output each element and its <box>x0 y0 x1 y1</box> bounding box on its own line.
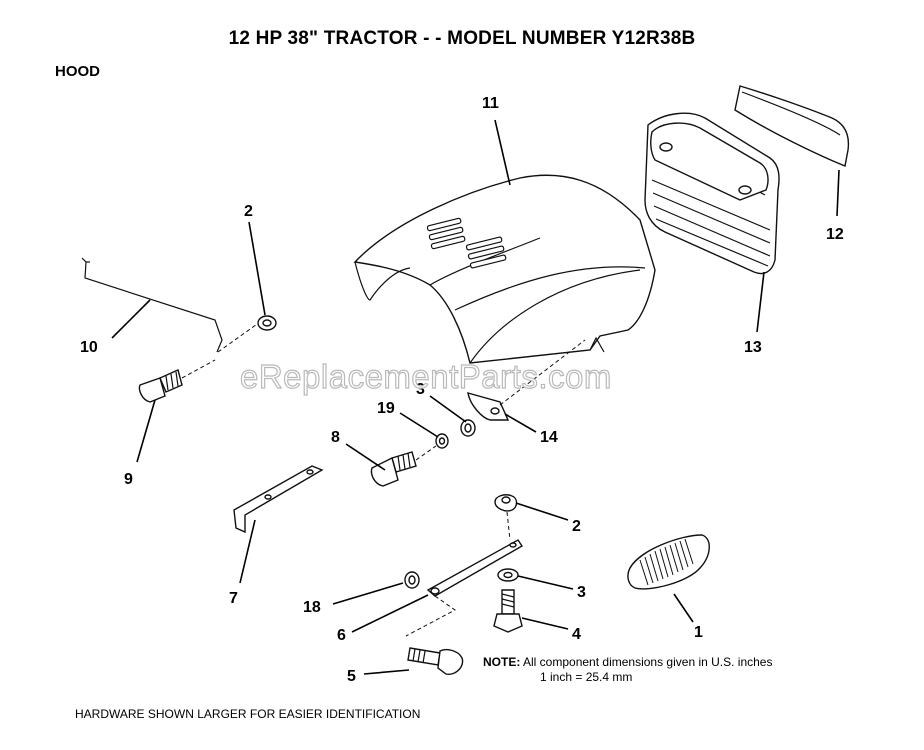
link-part-6[interactable] <box>405 539 523 637</box>
callout-9: 9 <box>124 471 133 488</box>
callout-18: 18 <box>303 599 321 616</box>
bolt-part-4[interactable] <box>493 589 523 633</box>
hood-part-11[interactable] <box>353 174 656 364</box>
callout-12: 12 <box>826 226 844 243</box>
bolt-part-5[interactable] <box>407 647 464 675</box>
washer-part-3-upper[interactable] <box>460 419 476 437</box>
hardware-footnote: HARDWARE SHOWN LARGER FOR EASIER IDENTIF… <box>75 707 421 721</box>
grille-part-13[interactable] <box>644 112 780 275</box>
callout-6: 6 <box>337 627 346 644</box>
leader-lines <box>111 119 840 675</box>
bolt-part-9[interactable] <box>138 359 216 403</box>
callout-3-lower: 3 <box>577 584 586 601</box>
hood-rod-part-10[interactable] <box>81 257 261 353</box>
callout-14: 14 <box>540 429 558 446</box>
callout-4: 4 <box>572 626 581 643</box>
diagram-title: 12 HP 38" TRACTOR - - MODEL NUMBER Y12R3… <box>228 28 696 49</box>
washer-part-19[interactable] <box>435 433 449 449</box>
callout-labels: 2 10 9 11 12 13 14 3 19 8 7 2 3 4 18 6 5… <box>80 95 844 685</box>
callout-13: 13 <box>744 339 762 356</box>
callout-2-upper: 2 <box>244 203 253 220</box>
callout-8: 8 <box>331 429 340 446</box>
callout-7: 7 <box>229 590 238 607</box>
callout-19: 19 <box>377 400 395 417</box>
note-line-2: 1 inch = 25.4 mm <box>540 670 633 684</box>
bolt-part-8[interactable] <box>370 445 437 487</box>
washer-part-3-lower[interactable] <box>497 568 519 582</box>
bracket-part-7[interactable] <box>233 465 324 534</box>
callout-1: 1 <box>694 624 703 641</box>
spring-part-1[interactable] <box>627 534 710 590</box>
dimensions-note: NOTE: All component dimensions given in … <box>483 655 772 685</box>
nut-part-2-upper[interactable] <box>257 315 277 331</box>
section-label: HOOD <box>55 63 100 80</box>
washer-part-18[interactable] <box>404 571 420 589</box>
bracket-part-14[interactable] <box>467 339 586 421</box>
callout-10: 10 <box>80 339 98 356</box>
lens-part-12[interactable] <box>734 85 850 167</box>
callout-5: 5 <box>347 668 356 685</box>
nut-part-2-lower[interactable] <box>494 494 518 541</box>
callout-3-upper: 3 <box>416 381 425 398</box>
note-line-1: All component dimensions given in U.S. i… <box>523 655 773 669</box>
note-label: NOTE: <box>483 655 521 669</box>
callout-2-lower: 2 <box>572 518 581 535</box>
callout-11: 11 <box>482 95 499 112</box>
watermark: eReplacementParts.com <box>239 357 612 395</box>
